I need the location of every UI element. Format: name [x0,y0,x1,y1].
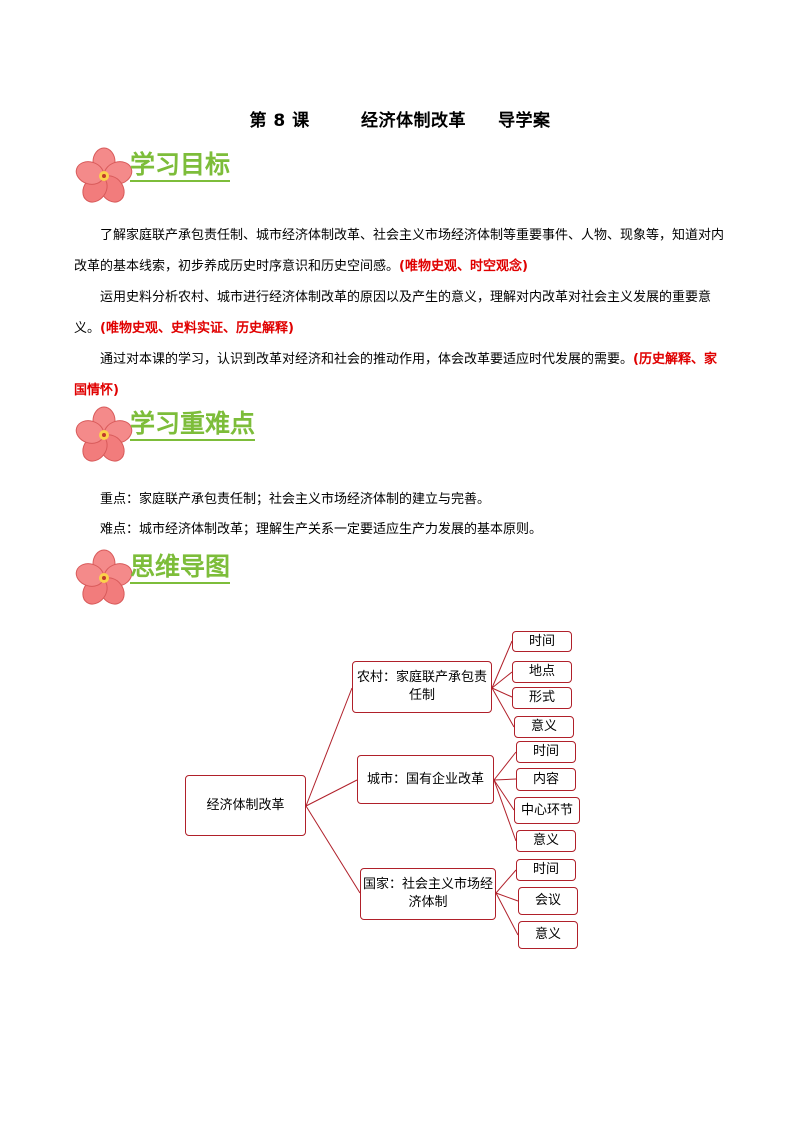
mind-map-leaf: 形式 [512,687,572,709]
mind-map-leaf: 中心环节 [514,797,580,824]
page-title: 第 8 课 经济体制改革 导学案 [0,106,800,131]
goal-paragraph-3: 通过对本课的学习，认识到改革对经济和社会的推动作用，体会改革要适应时代发展的需要… [74,344,724,406]
flower-icon [75,406,133,462]
goal-paragraph-2: 运用史料分析农村、城市进行经济体制改革的原因以及产生的意义，理解对内改革对社会主… [74,282,724,344]
mind-map-branch-urban: 城市：国有企业改革 [357,755,494,804]
lesson-number: 第 8 课 [249,111,310,131]
mind-map-leaf: 时间 [516,741,576,763]
mind-map-leaf: 时间 [512,631,572,652]
goal-2-tag: (唯物史观、史料实证、历史解释) [100,321,294,336]
mind-map-leaf: 会议 [518,887,578,915]
flower-icon [75,147,133,203]
goal-2-text: 运用史料分析农村、城市进行经济体制改革的原因以及产生的意义，理解对内改革对社会主… [74,290,712,336]
goal-3-text: 通过对本课的学习，认识到改革对经济和社会的推动作用，体会改革要适应时代发展的需要… [100,352,634,367]
key-point-difficult: 难点：城市经济体制改革；理解生产关系一定要适应生产力发展的基本原则。 [100,522,543,537]
goal-1-tag: (唯物史观、时空观念) [399,259,528,274]
section-key-points-title: 学习重难点 [130,409,256,441]
mind-map-leaf: 地点 [512,661,572,683]
flower-icon [75,549,133,605]
mind-map-leaf: 时间 [516,859,576,881]
lesson-name: 经济体制改革 [360,111,466,131]
mind-map-root: 经济体制改革 [185,775,306,836]
mind-map-leaf: 意义 [514,716,574,738]
mind-map-leaf: 意义 [516,830,576,852]
goal-paragraph-1: 了解家庭联产承包责任制、城市经济体制改革、社会主义市场经济体制等重要事件、人物、… [74,220,724,282]
goal-3-tag: (历史解释、家国情怀) [74,352,717,398]
section-goals-title: 学习目标 [130,150,231,182]
mind-map-leaf: 内容 [516,768,576,791]
mind-map-branch-rural: 农村：家庭联产承包责任制 [352,661,492,713]
mind-map-branch-national: 国家：社会主义市场经济体制 [360,868,496,920]
mind-map-leaf: 意义 [518,921,578,949]
lesson-type: 导学案 [498,111,551,131]
section-mind-map-title: 思维导图 [130,552,231,584]
key-point-important: 重点：家庭联产承包责任制；社会主义市场经济体制的建立与完善。 [100,492,491,507]
goal-1-text: 了解家庭联产承包责任制、城市经济体制改革、社会主义市场经济体制等重要事件、人物、… [74,228,725,274]
